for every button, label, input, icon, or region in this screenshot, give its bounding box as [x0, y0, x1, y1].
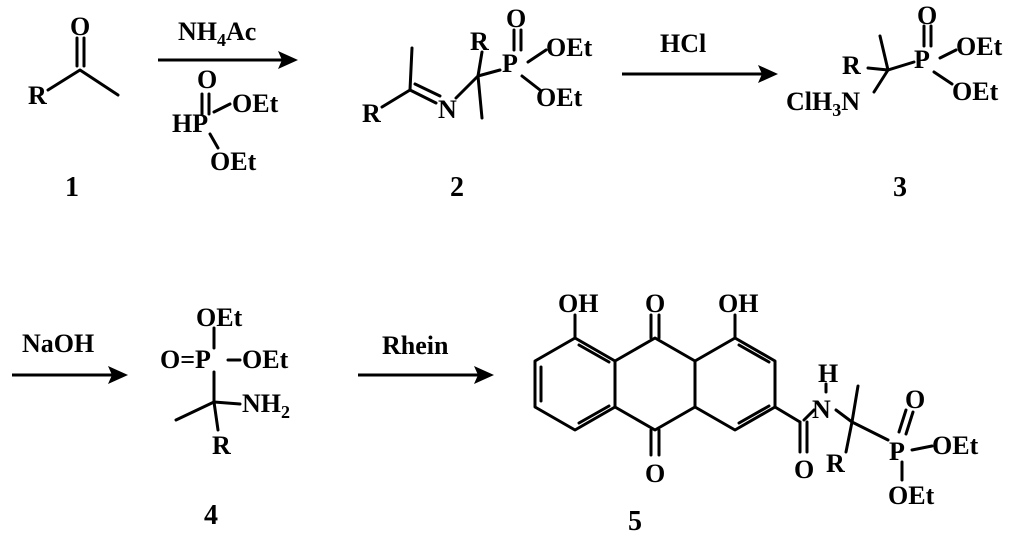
bond [212, 400, 242, 406]
bond [46, 68, 120, 97]
reagent-ammonium-acetate: NH4Ac [178, 17, 256, 50]
atom-r: R [826, 449, 845, 478]
atom-p: P [889, 437, 905, 466]
atom-oet: OEt [242, 345, 289, 374]
bond [910, 444, 934, 452]
bond [737, 404, 771, 425]
atom-o: O [197, 65, 217, 94]
bond [850, 420, 890, 442]
compound-3-structure: R O P OEt OEt ClH3N [786, 1, 1003, 120]
atom-o: O [506, 4, 526, 33]
atom-r: R [212, 431, 231, 460]
bond [577, 404, 611, 425]
bond [844, 420, 854, 454]
atom-hp: HP [172, 109, 208, 138]
atom-r: R [842, 51, 861, 80]
bond [932, 70, 954, 86]
bond [408, 88, 438, 105]
atom-oh: OH [718, 289, 758, 318]
atom-oet: OEt [536, 83, 583, 112]
atom-o: O [917, 1, 937, 30]
atom-clh3n: ClH3N [786, 87, 860, 120]
atom-oet: OEt [932, 431, 979, 460]
atom-oet: OEt [888, 481, 935, 510]
compound-5-structure: OH O OH O O H N R O P OEt OEt [533, 289, 979, 510]
atom-p: P [502, 49, 518, 78]
reagent-naoh: NaOH [22, 329, 94, 358]
atom-o: O [645, 289, 665, 318]
bond [413, 82, 442, 98]
atom-r: R [362, 99, 381, 128]
bond [520, 74, 542, 92]
atom-oet: OEt [210, 147, 257, 176]
diethyl-phosphite-structure: O HP OEt OEt [172, 65, 279, 176]
atom-n: N [812, 395, 831, 424]
reagent-hcl: HCl [660, 29, 706, 58]
bond [773, 405, 802, 424]
bond [737, 343, 771, 364]
atom-o: O [794, 455, 814, 484]
compound-label-5: 5 [628, 506, 642, 537]
bond [577, 343, 611, 364]
compound-1-structure: O R [28, 12, 120, 110]
bond [526, 48, 548, 64]
compound-label-4: 4 [204, 500, 218, 531]
bond [897, 408, 908, 434]
left-aromatic-ring [533, 336, 617, 432]
atom-oet: OEt [546, 33, 593, 62]
atom-oet: OEt [232, 89, 279, 118]
bond [878, 34, 890, 72]
atom-nh2: NH2 [242, 389, 290, 422]
atom-o: O [70, 12, 90, 41]
bond [904, 410, 915, 436]
compound-label-3: 3 [893, 172, 907, 203]
bond [380, 46, 414, 109]
atom-oet: OEt [956, 32, 1003, 61]
bond [476, 74, 484, 120]
bond [454, 74, 480, 100]
atom-o: O [905, 385, 925, 414]
atom-oet: OEt [196, 303, 243, 332]
bond [212, 102, 232, 114]
atom-oh: OH [558, 289, 598, 318]
bond [834, 408, 854, 424]
compound-2-structure: R N R O P OEt OEt [362, 4, 593, 128]
atom-p: P [914, 45, 930, 74]
atom-o-eq-p: O=P [160, 345, 211, 374]
atom-o: O [645, 459, 665, 488]
bond [208, 132, 220, 150]
bond [212, 400, 220, 432]
bond [866, 66, 890, 72]
arrow-step-2 [622, 65, 778, 83]
compound-4-structure: OEt O=P OEt NH2 R [160, 303, 290, 460]
atom-r: R [470, 27, 489, 56]
atom-n: N [438, 95, 457, 124]
bond [850, 384, 860, 424]
bond [886, 60, 916, 72]
arrow-step-1 [158, 51, 298, 69]
compound-label-1: 1 [65, 172, 79, 203]
bond [938, 48, 958, 60]
reagent-rhein: Rhein [382, 331, 449, 360]
atom-h: H [818, 359, 838, 388]
arrow-step-4 [358, 366, 494, 384]
right-aromatic-ring [693, 336, 777, 432]
bond [174, 400, 216, 422]
bond [802, 408, 816, 422]
bond [476, 50, 484, 78]
bond [476, 68, 502, 78]
atom-r: R [28, 81, 47, 110]
middle-ring [613, 336, 697, 432]
bond [872, 68, 890, 94]
atom-oet: OEt [952, 77, 999, 106]
arrow-step-3 [12, 366, 128, 384]
compound-label-2: 2 [450, 172, 464, 203]
